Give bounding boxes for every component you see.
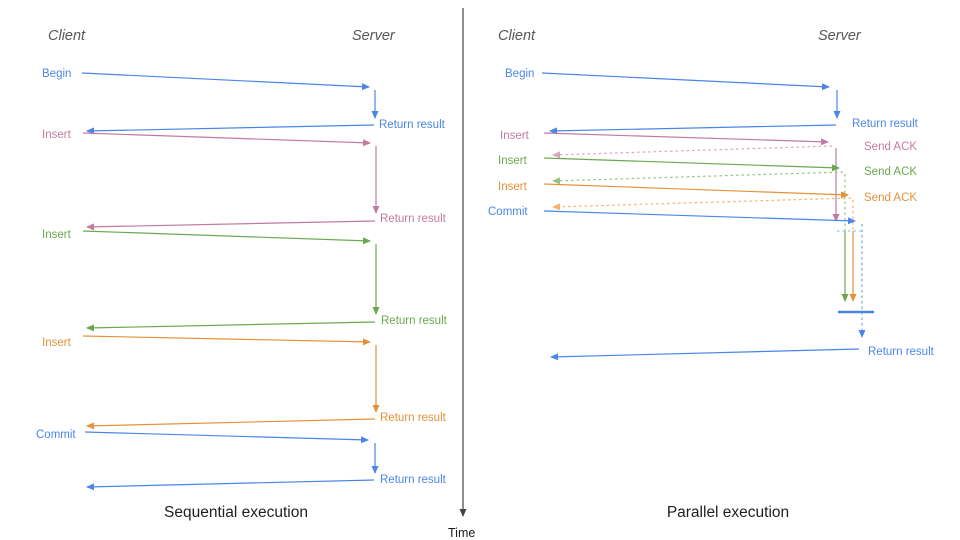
seq-insert1-request-arrow [82, 132, 371, 147]
seq-server-header: Server [352, 28, 396, 44]
seq-insert1-response-label: Return result [380, 213, 447, 225]
par-insert1-ack-label: Send ACK [864, 141, 917, 153]
par-insert3-ack-label: Send ACK [864, 192, 917, 204]
par-commit-response-arrow [550, 348, 860, 361]
seq-insert2-response-arrow [86, 321, 376, 332]
seq-commit-response-label: Return result [380, 474, 447, 486]
par-insert2-request-arrow [543, 157, 840, 172]
par-insert3-ack-arrow [552, 197, 852, 211]
seq-insert3-response-label: Return result [380, 412, 447, 424]
par-client-header: Client [498, 28, 536, 44]
par-insert1-request-arrow [543, 132, 829, 146]
par-insert3-request-arrow [543, 183, 849, 199]
seq-insert2-request-arrow [82, 230, 371, 245]
seq-commit-request-arrow [84, 431, 369, 444]
par-commit-label: Commit [488, 206, 528, 218]
seq-commit-label: Commit [36, 429, 76, 441]
seq-insert1-response-arrow [86, 220, 376, 231]
par-insert1-ack-arrow [552, 145, 833, 159]
par-commit-response-label: Return result [868, 346, 935, 358]
seq-insert3-response-arrow [86, 418, 376, 430]
seq-insert3-request-arrow [82, 335, 371, 346]
parallel-title: Parallel execution [667, 504, 789, 521]
seq-insert3-label: Insert [42, 337, 72, 349]
par-insert1-label: Insert [500, 130, 530, 142]
par-insert3-label: Insert [498, 181, 528, 193]
par-begin-response-arrow [549, 124, 837, 135]
seq-begin-request-arrow [81, 72, 370, 91]
sequential-title: Sequential execution [164, 504, 308, 521]
seq-begin-response-arrow [86, 124, 375, 135]
par-insert2-ack-arrow [552, 171, 844, 185]
seq-client-header: Client [48, 28, 86, 44]
time-axis: Time [448, 8, 475, 540]
seq-insert2-label: Insert [42, 229, 72, 241]
time-axis-label: Time [448, 526, 475, 540]
seq-insert2-response-label: Return result [381, 315, 448, 327]
par-insert2-ack-label: Send ACK [864, 166, 917, 178]
par-begin-request-arrow [541, 72, 830, 91]
par-server-header: Server [818, 28, 862, 44]
par-insert2-label: Insert [498, 155, 528, 167]
par-begin-label: Begin [505, 68, 534, 80]
seq-commit-response-arrow [86, 479, 375, 491]
parallel-panel: Client Server Begin Return result Insert… [488, 28, 935, 521]
seq-insert1-label: Insert [42, 129, 72, 141]
seq-begin-response-label: Return result [379, 119, 446, 131]
par-commit-request-arrow [543, 210, 856, 225]
seq-begin-label: Begin [42, 68, 71, 80]
par-begin-response-label: Return result [852, 118, 919, 130]
sequential-panel: Client Server Begin Return result Insert… [36, 28, 448, 521]
